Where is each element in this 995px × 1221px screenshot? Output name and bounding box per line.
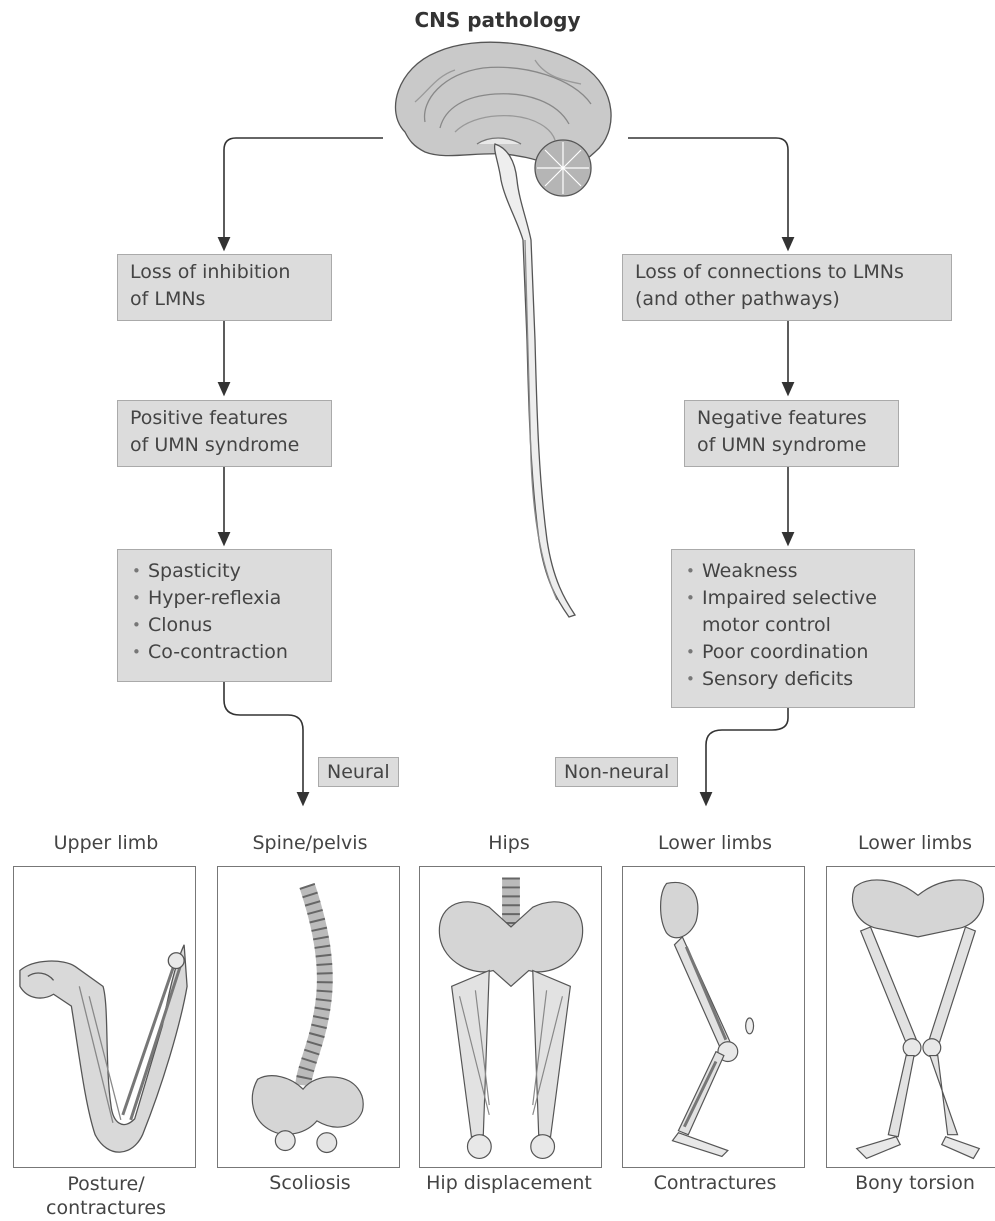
left-cause-box: Loss of inhibition of LMNs — [117, 254, 332, 321]
spine-pelvis-panel — [217, 866, 400, 1168]
panel-outcome-label: Posture/ contractures — [11, 1172, 201, 1220]
symptom-item: Sensory deficits — [684, 666, 902, 693]
brain-spinal-cord-illustration — [385, 40, 625, 620]
panel-outcome-label: Bony torsion — [820, 1172, 995, 1194]
symptom-item: Clonus — [130, 612, 319, 639]
panel-outcome-label: Scoliosis — [215, 1172, 405, 1194]
neural-tag: Neural — [318, 757, 399, 787]
lower-limb-torsion-illustration — [827, 867, 995, 1167]
panel-region-label: Lower limbs — [820, 832, 995, 854]
left-symptoms-box: Spasticity Hyper-reflexia Clonus Co-cont… — [117, 549, 332, 682]
symptom-item: Hyper-reflexia — [130, 585, 319, 612]
panel-outcome-label: Contractures — [620, 1172, 810, 1194]
panel-region-label: Lower limbs — [620, 832, 810, 854]
panel-outcome-label: Hip displacement — [414, 1172, 604, 1194]
left-features-box: Positive features of UMN syndrome — [117, 400, 332, 467]
lower-limb-contracture-illustration — [623, 867, 804, 1167]
hips-panel — [419, 866, 602, 1168]
panel-region-label: Upper limb — [11, 832, 201, 854]
right-cause-box: Loss of connections to LMNs (and other p… — [622, 254, 952, 321]
right-features-box: Negative features of UMN syndrome — [684, 400, 899, 467]
panel-region-label: Hips — [414, 832, 604, 854]
upper-limb-illustration — [14, 867, 195, 1167]
hips-illustration — [420, 867, 601, 1167]
symptom-item: Co-contraction — [130, 639, 319, 666]
right-symptoms-box: Weakness Impaired selective motor contro… — [671, 549, 915, 708]
symptom-item: Impaired selective motor control — [684, 585, 902, 639]
symptom-item: Spasticity — [130, 558, 319, 585]
spine-pelvis-illustration — [218, 867, 399, 1167]
upper-limb-panel — [13, 866, 196, 1168]
lower-limbs-torsion-panel — [826, 866, 995, 1168]
symptom-item: Weakness — [684, 558, 902, 585]
panel-region-label: Spine/pelvis — [215, 832, 405, 854]
lower-limbs-contracture-panel — [622, 866, 805, 1168]
non-neural-tag: Non-neural — [555, 757, 678, 787]
symptom-item: Poor coordination — [684, 639, 902, 666]
